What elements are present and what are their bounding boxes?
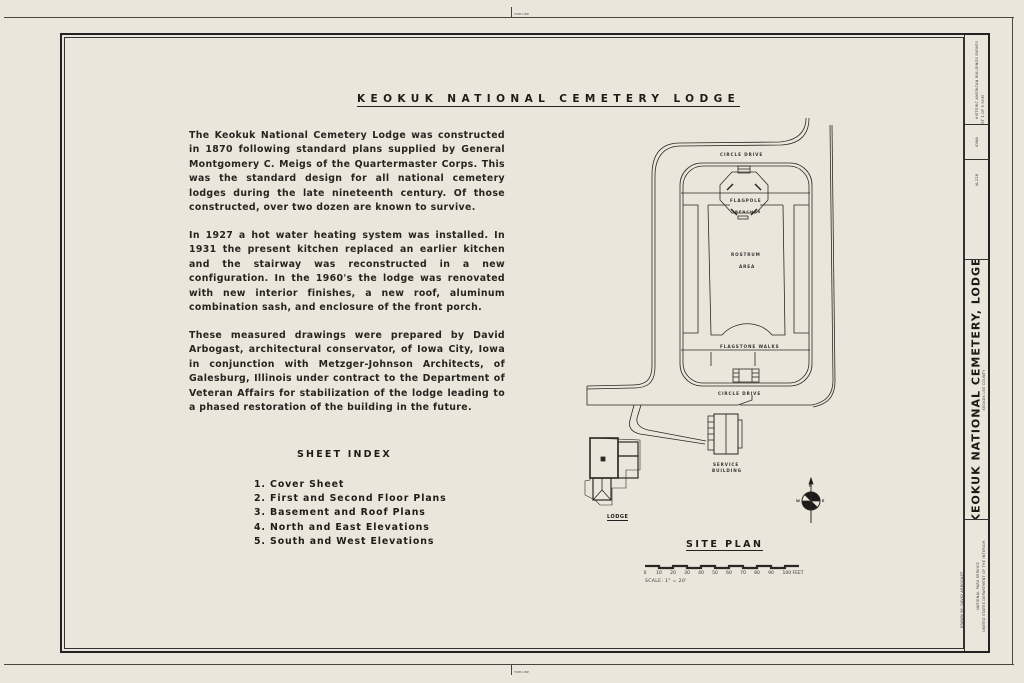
trim-label-top: TRIM LINE — [514, 12, 530, 16]
scale-tick: 30 — [684, 571, 690, 576]
sheet-index-item: 4. North and East Elevations — [254, 521, 430, 533]
scale-tick: 100 FEET — [782, 571, 804, 576]
drawing-border — [60, 33, 990, 653]
description-paragraph-2: In 1927 a hot water heating system was i… — [189, 230, 505, 314]
title-block-cell-agency-bottom: NATIONAL PARK SERVICE UNITED STATES DEPA… — [965, 520, 989, 651]
label-rostrum: ROSTRUM — [731, 252, 761, 257]
trim-line-bottom — [4, 664, 1014, 665]
sheet-index-list: 1. Cover Sheet 2. First and Second Floor… — [254, 478, 447, 549]
title-block-cell-sheet: SHEET 1 OF 5 SHEETS — [965, 95, 989, 125]
label-circle-drive-bottom: CIRCLE DRIVE — [718, 391, 762, 396]
sheet-index-item: 1. Cover Sheet — [254, 479, 345, 490]
drawing-border-inner — [64, 37, 964, 649]
title-block-cell-agency: HISTORIC AMERICAN BUILDINGS SURVEY — [965, 35, 989, 125]
label-service-building-2: BUILDING — [712, 468, 742, 473]
title-block-building-name: KEOKUK NATIONAL CEMETERY, LODGE — [969, 260, 983, 520]
scale-tick: 40 — [698, 571, 704, 576]
scale-tick: 0 — [643, 571, 647, 576]
title-block-delineator: DRAWN BY: DAVID ARBOGAST — [960, 571, 964, 629]
scale-tick: 50 — [712, 571, 718, 576]
title-block-cell-building: KEOKUK NATIONAL CEMETERY, LODGE KEOKUK L… — [965, 260, 989, 520]
title-block-location: KEOKUK LEE COUNTY — [982, 369, 987, 410]
scale-tick: 80 — [754, 571, 760, 576]
label-lodge: LODGE — [607, 514, 629, 521]
trim-label-bottom: TRIM LINE — [514, 670, 530, 674]
title-block-sheet-of: SHEET 1 OF 5 SHEETS — [981, 95, 985, 125]
description-paragraph-3: These measured drawings were prepared by… — [189, 330, 505, 414]
label-area: AREA — [739, 264, 756, 269]
scale-tick: 60 — [726, 571, 732, 576]
sheet-index-item: 2. First and Second Floor Plans — [254, 493, 447, 505]
label-circle-drive-top: CIRCLE DRIVE — [720, 152, 764, 157]
scale-tick: 70 — [740, 571, 746, 576]
scale-note: SCALE: 1" = 20' — [645, 579, 687, 584]
sheet-index-item: 3. Basement and Roof Plans — [254, 507, 426, 519]
trim-line-top — [4, 17, 1014, 18]
scale-tick: 20 — [670, 571, 676, 576]
title-block-index: IA-228 — [975, 173, 979, 187]
compass-north: N — [809, 484, 813, 488]
scale-tick: 10 — [656, 571, 662, 576]
label-flagpole: FLAGPOLE — [730, 198, 762, 203]
scale-bar-labels: 0 10 20 30 40 50 60 70 80 90 100 FEET — [643, 571, 818, 579]
title-block-cell-state: IOWA — [965, 125, 989, 160]
site-plan-title: SITE PLAN — [686, 539, 764, 551]
compass-east: E — [822, 499, 826, 503]
description-paragraph-1: The Keokuk National Cemetery Lodge was c… — [189, 130, 505, 214]
title-block-state: IOWA — [975, 136, 979, 148]
title-block-cell-index: IA-228 — [965, 160, 989, 260]
sheet-index-item: 5. South and West Elevations — [254, 535, 435, 547]
title-block-department: UNITED STATES DEPARTMENT OF THE INTERIOR — [982, 539, 987, 632]
label-flagstone-walks: FLAGSTONE WALKS — [720, 344, 780, 349]
sheet-index-title: SHEET INDEX — [297, 449, 392, 460]
label-benches: BENCHES — [735, 209, 762, 214]
trim-mark-top — [511, 7, 512, 18]
trim-line-right — [1012, 17, 1013, 664]
trim-mark-bottom — [511, 664, 512, 675]
compass-west: W — [796, 499, 801, 503]
title-block-park-service: NATIONAL PARK SERVICE — [976, 561, 981, 610]
sheet-title: KEOKUK NATIONAL CEMETERY LODGE — [357, 93, 741, 107]
scale-tick: 90 — [768, 571, 774, 576]
title-block: HISTORIC AMERICAN BUILDINGS SURVEY SHEET… — [964, 35, 989, 651]
label-service-building: SERVICE — [713, 462, 740, 467]
